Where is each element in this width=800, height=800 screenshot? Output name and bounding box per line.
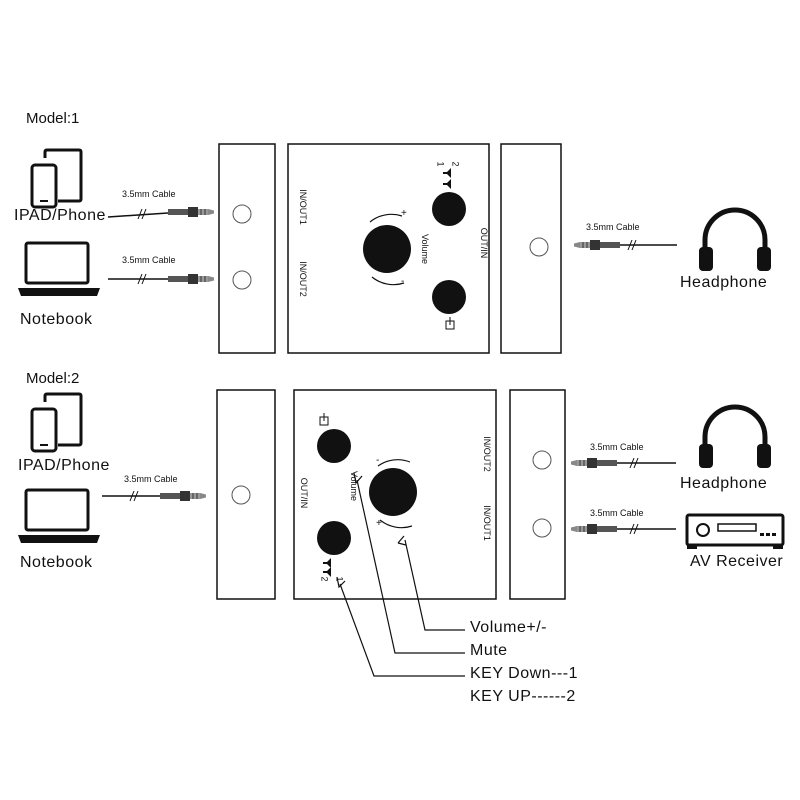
device-ipad-phone: IPAD/Phone [14,207,106,224]
output-av-receiver: AV Receiver [690,553,784,570]
key-mark-1: 1 [334,576,345,582]
device-ipad-phone: IPAD/Phone [18,457,110,474]
volume-label: Volume [420,233,430,265]
headphone-icon [699,207,771,271]
volume-label: Volume [349,470,359,502]
cable-1 [107,206,215,220]
key-mark-1: 1 [435,161,446,167]
cable-5 [570,457,676,469]
legend-mute: Mute [470,642,508,659]
cable-label: 3.5mm Cable [124,474,178,484]
mute-button [317,429,351,463]
cable-label: 3.5mm Cable [590,442,644,452]
port-label-out-in: OUT/IN [299,477,309,509]
volume-plus-mark: + [376,518,382,529]
port-in-out-1 [232,204,252,224]
port-label-in-out-1: IN/OUT1 [482,505,492,541]
model-1-title: Model:1 [26,110,80,127]
speaker-icon [319,413,331,577]
laptop-icon [18,241,100,296]
volume-knob [363,225,411,273]
tablet-icon [43,392,83,447]
port-label-out-in: OUT/IN [479,227,489,259]
cable-label: 3.5mm Cable [122,255,176,265]
key-mark-2: 2 [450,161,461,167]
cable-label: 3.5mm Cable [590,508,644,518]
model-2-title: Model:2 [26,370,80,387]
cable-2 [108,273,215,285]
port-out-in [231,485,251,505]
port-in-out-2 [232,270,252,290]
port-label-in-out-2: IN/OUT2 [482,436,492,472]
side-panel-left [218,143,276,354]
av-receiver-icon [685,513,785,549]
port-label-in-out-2: IN/OUT2 [298,261,308,297]
port-in-out-1 [532,518,552,538]
cable-label: 3.5mm Cable [122,189,176,199]
volume-minus-mark: - [376,455,380,466]
phone-icon [30,163,58,209]
callout-lines [336,472,465,677]
port-out-in [529,237,549,257]
cable-label: 3.5mm Cable [586,222,640,232]
legend-volume: Volume+/- [470,619,547,636]
key-button [432,192,466,226]
volume-minus-mark: - [401,276,405,287]
tablet-icon [43,148,83,203]
device-notebook: Notebook [20,554,93,571]
device-notebook: Notebook [20,311,93,328]
cable-3 [573,239,677,251]
laptop-icon [18,488,100,543]
output-headphone: Headphone [680,274,768,291]
legend-key-up: KEY UP------2 [470,688,576,705]
speaker-icon [443,168,455,330]
volume-knob [369,468,417,516]
volume-plus-mark: + [401,208,407,219]
cable-6 [570,523,676,535]
port-in-out-2 [532,450,552,470]
side-panel-right [509,389,566,600]
cable-4 [102,490,207,502]
mute-button [432,280,466,314]
legend-key-down: KEY Down---1 [470,665,578,682]
key-mark-2: 2 [319,576,330,582]
headphone-icon [699,404,771,468]
phone-icon [30,407,58,453]
port-label-in-out-1: IN/OUT1 [298,189,308,225]
key-button [317,521,351,555]
output-headphone: Headphone [680,475,768,492]
